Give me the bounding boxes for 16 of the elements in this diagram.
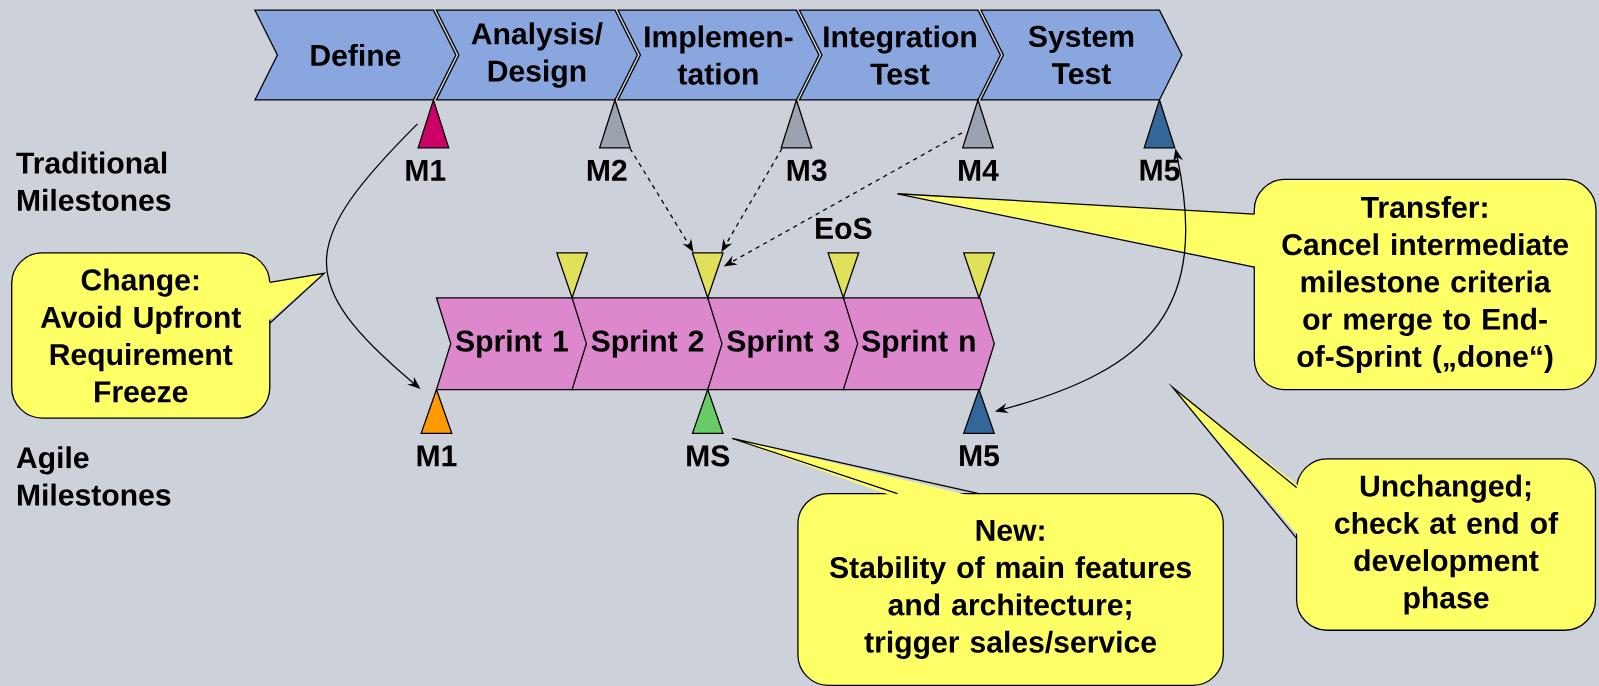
row-label: Agile Milestones <box>16 446 171 506</box>
callout: Change: Avoid Upfront Requirement Freeze <box>11 252 271 419</box>
milestone-label: MS <box>687 445 730 467</box>
callout: Unchanged; check at end of development phase <box>1295 458 1597 631</box>
milestone-label: M1 <box>417 445 457 467</box>
milestone-label: EoS <box>816 217 872 239</box>
row-label: Traditional Milestones <box>16 151 171 211</box>
milestone-triangle <box>691 252 724 300</box>
milestone-label: M5 <box>960 445 1000 467</box>
callout: Transfer: Cancel intermediate milestone criteria or merge to End-of-Sprint („done“) <box>1253 178 1597 391</box>
milestone-label: M3 <box>787 159 827 181</box>
milestone-label: M1 <box>406 159 446 181</box>
milestone-label: M4 <box>959 159 999 181</box>
milestone-label: M5 <box>1140 159 1180 181</box>
sprint-step: Sprint n <box>842 297 995 391</box>
milestone-label: M2 <box>587 159 627 181</box>
